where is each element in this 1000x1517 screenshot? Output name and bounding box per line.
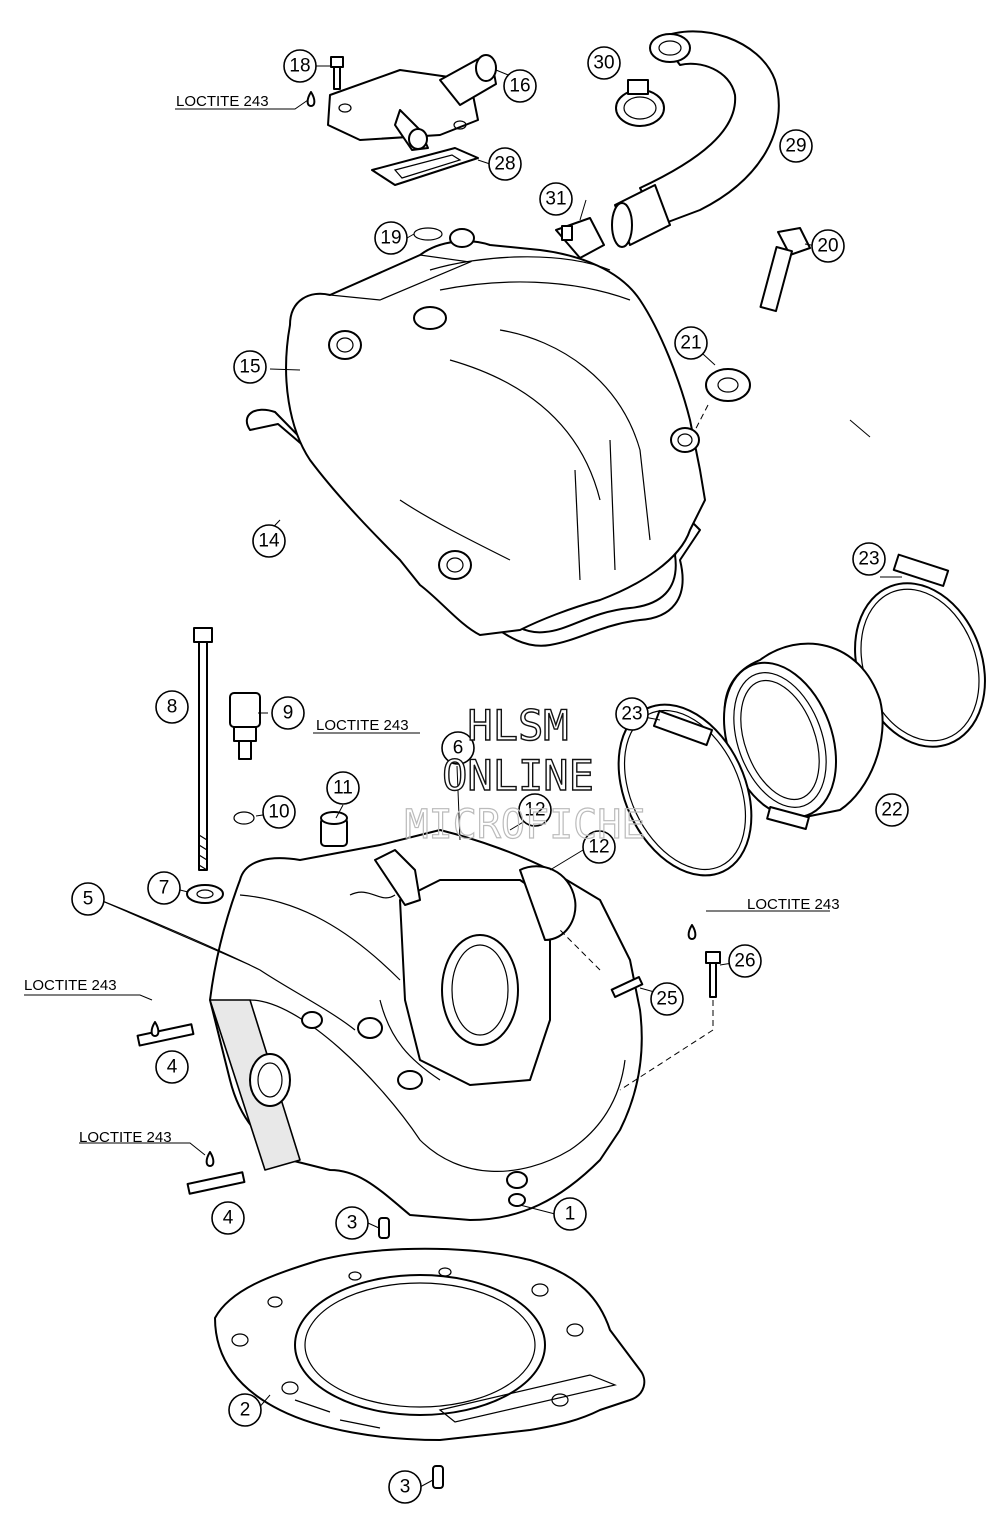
callout-3: 3: [388, 1470, 422, 1504]
svg-text:4: 4: [223, 1208, 234, 1229]
callout-6: 6: [441, 731, 475, 765]
hose-29: [611, 30, 780, 248]
bolt-18: [330, 56, 344, 90]
svg-text:14: 14: [258, 531, 280, 552]
callout-8: 8: [155, 690, 189, 724]
callout-9: 9: [271, 696, 305, 730]
callout-18: 18: [283, 49, 317, 83]
watermark-line-1: HLSM: [467, 701, 568, 750]
svg-text:18: 18: [289, 56, 310, 77]
loctite-label: LOCTITE 243: [176, 93, 269, 110]
callout-23: 23: [852, 542, 886, 576]
svg-text:21: 21: [680, 333, 701, 354]
callout-28: 28: [488, 147, 522, 181]
callout-22: 22: [875, 793, 909, 827]
o-ring-19: [413, 227, 443, 241]
stud-25: [610, 976, 644, 998]
svg-text:28: 28: [494, 154, 515, 175]
svg-text:26: 26: [734, 951, 755, 972]
svg-text:25: 25: [656, 989, 677, 1010]
callout-31: 31: [539, 182, 573, 216]
svg-text:8: 8: [167, 697, 178, 718]
callout-10: 10: [262, 795, 296, 829]
stud-bolt-8: [193, 627, 213, 871]
stud-4-upper: [136, 1023, 195, 1047]
cylinder-head: [209, 829, 643, 1221]
valve-cover: [285, 228, 706, 636]
callout-15: 15: [233, 350, 267, 384]
callout-1: 1: [553, 1197, 587, 1231]
svg-text:16: 16: [509, 76, 530, 97]
callout-12: 12: [582, 830, 616, 864]
oil-line-5: [99, 899, 356, 1031]
washer-21: [705, 368, 751, 402]
svg-text:15: 15: [239, 357, 260, 378]
hose-clamp-30: [615, 79, 665, 127]
leader-lines: [24, 65, 902, 1488]
svg-text:31: 31: [545, 189, 566, 210]
callout-2: 2: [228, 1393, 262, 1427]
svg-text:10: 10: [268, 802, 289, 823]
callout-19: 19: [374, 221, 408, 255]
svg-text:11: 11: [333, 778, 353, 799]
svg-text:9: 9: [283, 703, 294, 724]
thermostat-housing: [327, 54, 497, 151]
svg-text:1: 1: [565, 1204, 576, 1225]
dowel-3-lower: [432, 1465, 444, 1489]
callout-30: 30: [587, 46, 621, 80]
callout-25: 25: [650, 982, 684, 1016]
stud-4-lower: [186, 1171, 246, 1195]
bolt-26: [705, 951, 721, 998]
svg-text:2: 2: [240, 1400, 251, 1421]
intake-boot-22: [722, 642, 884, 830]
callout-5: 5: [71, 882, 105, 916]
loctite-label: LOCTITE 243: [79, 1129, 172, 1146]
callout-29: 29: [779, 129, 813, 163]
callout-16: 16: [503, 69, 537, 103]
svg-text:12: 12: [524, 800, 545, 821]
watermark: HLSM ONLINE MICROFICHE: [404, 700, 646, 848]
loctite-label: LOCTITE 243: [747, 896, 840, 913]
svg-text:5: 5: [83, 889, 94, 910]
svg-text:3: 3: [400, 1477, 411, 1498]
svg-text:23: 23: [858, 549, 879, 570]
dowel-3-upper: [378, 1217, 390, 1239]
svg-text:30: 30: [593, 53, 614, 74]
callout-23: 23: [615, 697, 649, 731]
loctite-label: LOCTITE 243: [316, 717, 409, 734]
svg-text:12: 12: [588, 837, 609, 858]
svg-text:23: 23: [621, 704, 642, 725]
clamp-23-upper: [854, 553, 986, 748]
svg-text:22: 22: [881, 800, 902, 821]
svg-text:7: 7: [159, 878, 170, 899]
callout-11: 11: [326, 771, 360, 805]
callout-14: 14: [252, 524, 286, 558]
callout-26: 26: [728, 944, 762, 978]
sensor-31: [555, 217, 605, 259]
callout-21: 21: [674, 326, 708, 360]
bolt-20: [759, 227, 811, 313]
callout-20: 20: [811, 229, 845, 263]
sleeve-11: [320, 811, 348, 847]
svg-text:4: 4: [167, 1057, 178, 1078]
callout-4: 4: [211, 1201, 245, 1235]
o-ring-10: [233, 811, 255, 825]
head-gasket-2: [214, 1247, 646, 1441]
svg-text:29: 29: [785, 136, 806, 157]
loctite-label: LOCTITE 243: [24, 977, 117, 994]
svg-text:3: 3: [347, 1213, 358, 1234]
watermark-line-2: ONLINE: [442, 751, 594, 800]
seal-28: [371, 147, 479, 186]
temperature-sensor-9: [229, 692, 261, 760]
svg-text:19: 19: [380, 228, 401, 249]
callout-4: 4: [155, 1050, 189, 1084]
callout-7: 7: [147, 871, 181, 905]
washer-7: [186, 884, 224, 904]
watermark-line-3: MICROFICHE: [405, 802, 646, 848]
callout-3: 3: [335, 1206, 369, 1240]
svg-text:20: 20: [817, 236, 838, 257]
callout-12: 12: [518, 793, 552, 827]
svg-text:6: 6: [453, 738, 464, 759]
